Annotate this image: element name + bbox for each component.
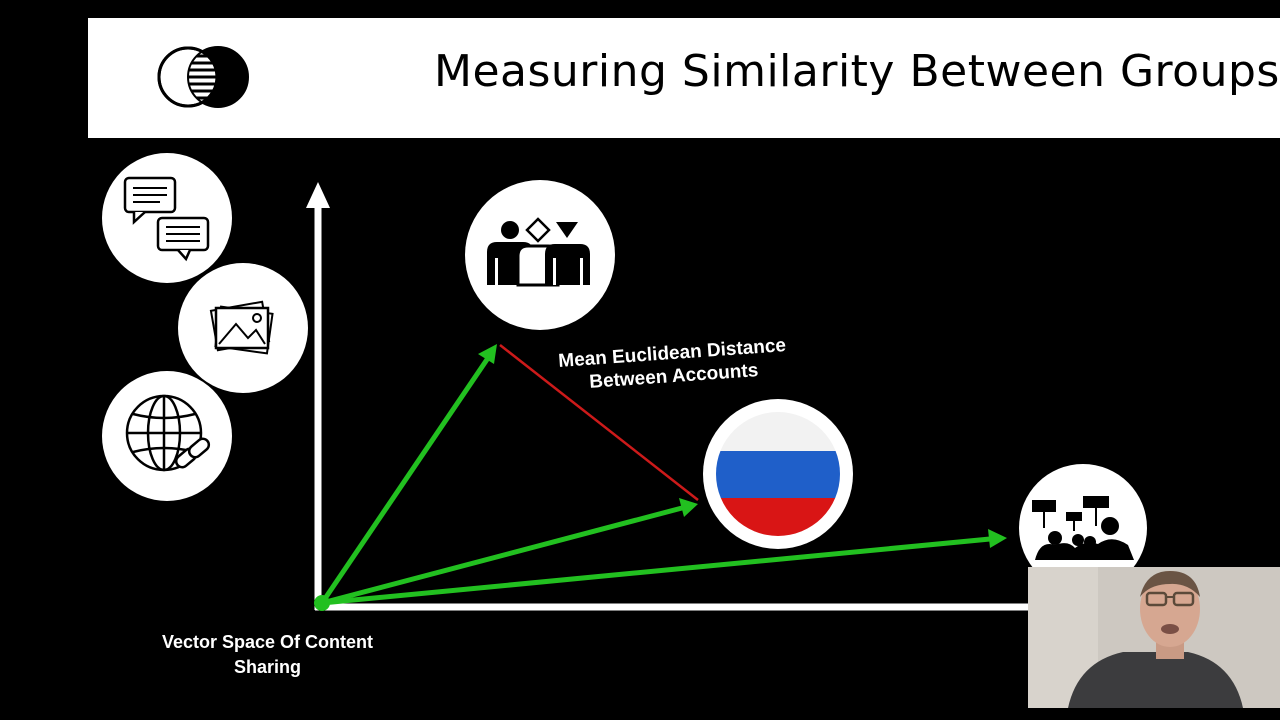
protest-crowd-icon bbox=[1019, 464, 1147, 592]
overlapping-circles-icon bbox=[157, 46, 249, 108]
chat-bubbles-icon bbox=[102, 153, 232, 283]
vector-to-protest bbox=[321, 529, 1007, 606]
slide-header: Measuring Similarity Between Groups bbox=[88, 18, 1280, 138]
slide-title: Measuring Similarity Between Groups bbox=[434, 46, 1280, 97]
vector-to-people bbox=[319, 344, 497, 605]
origin-point bbox=[314, 595, 330, 611]
y-axis bbox=[306, 182, 330, 610]
axis-label: Vector Space Of Content Sharing bbox=[161, 632, 374, 677]
globe-link-icon bbox=[102, 371, 232, 501]
images-icon bbox=[178, 263, 308, 393]
presenter-webcam bbox=[1028, 567, 1280, 708]
vector-to-russia bbox=[321, 498, 698, 606]
russia-flag-icon bbox=[703, 399, 853, 549]
distance-line bbox=[499, 344, 699, 501]
presenter-video-icon bbox=[1028, 567, 1280, 708]
diverse-people-icon bbox=[465, 180, 615, 330]
